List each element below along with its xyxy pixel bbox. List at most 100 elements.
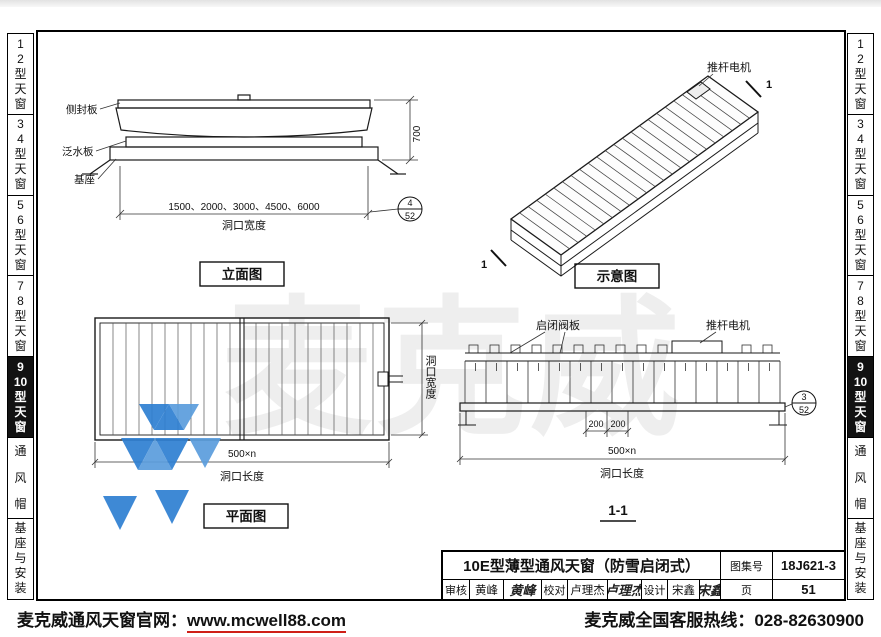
tab-type-5-6: 5 6 型 天 窗 bbox=[7, 194, 34, 277]
check-name: 卢理杰 bbox=[567, 580, 607, 599]
isometric-geometry bbox=[509, 75, 760, 277]
review-signature: 黄峰 bbox=[503, 580, 541, 599]
ref-number: 4 bbox=[407, 198, 412, 208]
dim-height-700: 700 bbox=[412, 125, 423, 142]
section-cut-mark-bottom: 1 bbox=[481, 249, 507, 271]
logo-triangles bbox=[103, 404, 221, 530]
tab-base-install: 基 座 与 安 装 bbox=[847, 517, 874, 600]
ref-number: 3 bbox=[801, 392, 806, 402]
detail-ref-bubble-4-52: 4 52 bbox=[397, 196, 423, 222]
tab-label: 9 10 型 天 窗 bbox=[13, 359, 28, 434]
dim-width-options: 1500、2000、3000、4500、6000 bbox=[168, 202, 320, 213]
footer-site-url: www.mcwell88.com bbox=[187, 611, 347, 633]
tab-label: 1 2 型 天 窗 bbox=[14, 36, 27, 111]
tab-type-1-2: 1 2 型 天 窗 bbox=[847, 33, 874, 116]
dim-opening-width-label: 洞口宽度 bbox=[424, 355, 437, 400]
dim-opening-length-label: 洞口长度 bbox=[220, 469, 264, 483]
title-block-row-1: 10E型薄型通风天窗（防雪启闭式） 图集号 18J621-3 bbox=[443, 552, 844, 579]
check-signature: 卢理杰 bbox=[607, 580, 641, 599]
left-tab-column: 1 2 型 天 窗 3 4 型 天 窗 5 6 型 天 窗 7 8 型 天 窗 … bbox=[7, 33, 34, 600]
isometric-caption: 示意图 bbox=[574, 263, 660, 289]
plan-drawing: 洞口宽度 500×n 洞口长度 平面图 bbox=[91, 317, 437, 529]
caption-text: 立面图 bbox=[222, 266, 263, 282]
page-label: 页 bbox=[720, 580, 772, 599]
ref-sheet: 52 bbox=[405, 211, 415, 221]
section-dimension-lines bbox=[456, 403, 793, 465]
dim-opening-length-label: 洞口长度 bbox=[600, 466, 644, 480]
atlas-number: 18J621-3 bbox=[772, 552, 844, 579]
page-footer: 麦克威通风天窗官网：www.mcwell88.com 麦克威全国客服热线：028… bbox=[0, 606, 881, 633]
section-caption: 1-1 bbox=[600, 503, 636, 522]
elevation-geometry bbox=[82, 94, 406, 175]
dim-length-500n: 500×n bbox=[608, 446, 636, 457]
tab-type-7-8: 7 8 型 天 窗 bbox=[847, 275, 874, 358]
tab-label: 5 6 型 天 窗 bbox=[854, 198, 867, 273]
dim-width-label: 洞口宽度 bbox=[222, 218, 266, 232]
section-geometry bbox=[458, 340, 787, 426]
plan-caption: 平面图 bbox=[203, 503, 289, 529]
tab-type-3-4: 3 4 型 天 窗 bbox=[847, 113, 874, 197]
title-block: 10E型薄型通风天窗（防雪启闭式） 图集号 18J621-3 审核 黄峰 黄峰 … bbox=[441, 550, 844, 599]
review-name: 黄峰 bbox=[469, 580, 503, 599]
tab-type-7-8: 7 8 型 天 窗 bbox=[7, 275, 34, 358]
tab-vent-cap: 通 风 帽 bbox=[847, 436, 874, 520]
design-label: 设计 bbox=[641, 580, 667, 599]
detail-ref-bubble-3-52: 3 52 bbox=[791, 390, 817, 416]
section-cut-mark-top: 1 bbox=[745, 79, 772, 98]
elevation-leader-lines bbox=[95, 102, 127, 180]
caption-text: 平面图 bbox=[226, 509, 267, 524]
design-name: 宋鑫 bbox=[667, 580, 699, 599]
ref-sheet: 52 bbox=[799, 405, 809, 415]
caption-text: 1-1 bbox=[608, 503, 628, 518]
label-open-close-valve-plate: 启闭阀板 bbox=[536, 318, 580, 332]
cut-mark-number: 1 bbox=[766, 79, 772, 91]
tab-label: 1 2 型 天 窗 bbox=[854, 36, 867, 111]
dim-200-left: 200 bbox=[588, 419, 603, 429]
dim-length-500n: 500×n bbox=[228, 449, 256, 460]
tab-label: 7 8 型 天 窗 bbox=[854, 278, 867, 353]
tab-type-1-2: 1 2 型 天 窗 bbox=[7, 33, 34, 116]
tab-vent-cap: 通 风 帽 bbox=[7, 436, 34, 520]
isometric-drawing: 推杆电机 1 1 示意图 bbox=[481, 60, 772, 289]
label-push-rod-motor: 推杆电机 bbox=[706, 318, 750, 332]
scan-artifact-strip bbox=[0, 0, 881, 7]
footer-hotline: 麦克威全国客服热线：028-82630900 bbox=[584, 611, 864, 630]
cut-mark-number: 1 bbox=[481, 259, 487, 271]
tab-type-9-10-active: 9 10 型 天 窗 bbox=[7, 356, 34, 439]
title-block-row-2: 审核 黄峰 黄峰 校对 卢理杰 卢理杰 设计 宋鑫 宋鑫 页 51 bbox=[443, 579, 844, 599]
right-tab-column: 1 2 型 天 窗 3 4 型 天 窗 5 6 型 天 窗 7 8 型 天 窗 … bbox=[847, 33, 874, 600]
review-label: 审核 bbox=[445, 584, 467, 597]
tab-label: 7 8 型 天 窗 bbox=[14, 278, 27, 353]
footer-site-label: 麦克威通风天窗官网： bbox=[17, 611, 187, 630]
elevation-caption: 立面图 bbox=[199, 261, 285, 287]
label-side-seal-plate: 侧封板 bbox=[66, 103, 98, 116]
page-number: 51 bbox=[772, 580, 844, 599]
tab-type-9-10-active: 9 10 型 天 窗 bbox=[847, 356, 874, 439]
tab-type-5-6: 5 6 型 天 窗 bbox=[847, 194, 874, 277]
tab-label: 9 10 型 天 窗 bbox=[853, 359, 868, 434]
elevation-drawing: 侧封板 泛水板 基座 700 1500、2000、3000、4500、6000 … bbox=[62, 94, 423, 287]
elevation-dimension-lines bbox=[115, 95, 418, 220]
mcwell-logo-watermark bbox=[103, 404, 221, 530]
tab-type-3-4: 3 4 型 天 窗 bbox=[7, 113, 34, 197]
section-drawing: 启闭阀板 推杆电机 bbox=[456, 318, 817, 522]
label-push-rod-motor: 推杆电机 bbox=[707, 60, 751, 74]
atlas-number-label: 图集号 bbox=[720, 552, 772, 579]
label-flashing-plate: 泛水板 bbox=[62, 145, 94, 158]
tab-label: 3 4 型 天 窗 bbox=[14, 117, 27, 192]
label-base: 基座 bbox=[74, 173, 95, 186]
tab-base-install: 基 座 与 安 装 bbox=[7, 517, 34, 600]
dim-200-right: 200 bbox=[610, 419, 625, 429]
plan-geometry bbox=[94, 317, 403, 441]
tab-label: 3 4 型 天 窗 bbox=[854, 117, 867, 192]
caption-text: 示意图 bbox=[597, 268, 638, 284]
tab-label: 基 座 与 安 装 bbox=[14, 521, 27, 596]
drawing-title: 10E型薄型通风天窗（防雪启闭式） bbox=[463, 558, 700, 575]
design-signature: 宋鑫 bbox=[699, 580, 720, 599]
check-label: 校对 bbox=[541, 580, 567, 599]
tab-label: 基 座 与 安 装 bbox=[854, 521, 867, 596]
tab-label: 通 风 帽 bbox=[854, 444, 867, 512]
footer-site: 麦克威通风天窗官网：www.mcwell88.com bbox=[17, 606, 347, 633]
motor-leader-line bbox=[698, 73, 714, 87]
